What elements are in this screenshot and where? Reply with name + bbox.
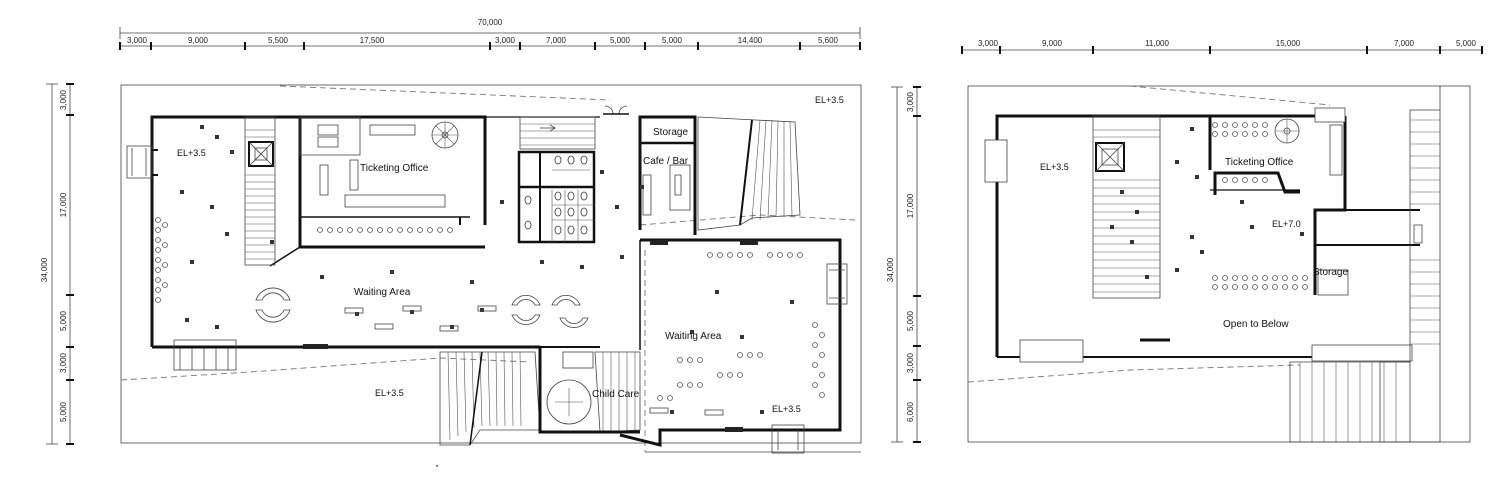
room-label-cafe: Cafe / Bar <box>643 156 689 167</box>
level-label-mid: EL+7.0 <box>1272 219 1301 229</box>
dim-seg: 5,000 <box>59 401 68 422</box>
spiral-stair <box>1274 118 1300 144</box>
dim-seg: 3,000 <box>906 352 915 373</box>
room-label-storage: Storage <box>653 127 688 138</box>
dim-seg: 3,000 <box>978 39 999 48</box>
site-boundary <box>967 85 1471 443</box>
south-entrance <box>173 339 237 371</box>
south-stairs <box>439 351 641 446</box>
dim-seg: 15,000 <box>1276 39 1301 48</box>
left-total: 34,000 <box>40 257 49 282</box>
toilet-block <box>517 150 596 244</box>
dim-seg: 11,000 <box>1145 39 1169 48</box>
level-label-south: EL+3.5 <box>375 388 404 398</box>
dim-seg: 5,500 <box>268 36 289 45</box>
roof-line <box>279 85 611 101</box>
top-dimension-chain: 70,000 3,000 9,000 5,500 17,500 3,000 7,… <box>119 18 861 50</box>
roof-line <box>120 357 531 381</box>
north-stair <box>519 116 596 150</box>
dim-seg: 17,000 <box>906 193 915 218</box>
dim-seg: 3,000 <box>906 91 915 112</box>
dim-seg: 3,000 <box>127 36 148 45</box>
print-mark <box>436 465 438 467</box>
dim-seg: 14,400 <box>738 36 763 45</box>
room-label-open: Open to Below <box>1223 319 1289 330</box>
dim-seg: 9,000 <box>188 36 209 45</box>
dim-seg: 17,500 <box>360 36 385 45</box>
east-external-stairs <box>1289 109 1441 443</box>
west-stair-core <box>244 116 276 266</box>
dim-seg: 9,000 <box>1042 39 1063 48</box>
dim-seg: 7,000 <box>1394 39 1415 48</box>
level-label-se: EL+3.5 <box>772 404 801 414</box>
ground-floor-plan: 70,000 3,000 9,000 5,500 17,500 3,000 7,… <box>40 18 862 454</box>
main-hall-walls <box>150 115 600 349</box>
roof-line <box>967 364 1301 383</box>
cafe-walls <box>638 115 697 235</box>
upper-tiered-seating <box>1092 115 1161 299</box>
dim-seg: 5,000 <box>610 36 631 45</box>
room-label-childcare: Child Care <box>592 389 640 400</box>
roof-line <box>1129 85 1331 106</box>
total-dimension: 70,000 <box>478 18 503 27</box>
room-label-waiting-west: Waiting Area <box>354 287 411 298</box>
room-label-ticketing: Ticketing Office <box>1225 157 1294 168</box>
upper-seats <box>1110 122 1308 290</box>
north-door <box>603 105 629 115</box>
room-label-storage: Storage <box>1313 267 1348 278</box>
dim-seg: 17,000 <box>59 192 68 217</box>
roof-line <box>639 214 856 226</box>
left-dimension-chain: 34,000 3,000 17,000 5,000 3,000 5,000 <box>40 83 74 445</box>
dim-seg: 5,000 <box>906 310 915 331</box>
room-label-waiting-east: Waiting Area <box>665 331 722 342</box>
dim-seg: 5,000 <box>1456 39 1477 48</box>
dim-seg: 7,000 <box>546 36 567 45</box>
left-total: 34,000 <box>886 257 895 282</box>
dim-seg: 3,000 <box>495 36 516 45</box>
level-label-ne: EL+3.5 <box>815 95 844 105</box>
west-entrance <box>126 145 158 179</box>
dim-seg: 3,000 <box>59 352 68 373</box>
east-hall-walls <box>303 238 842 447</box>
child-care-room <box>538 346 640 434</box>
dim-seg: 6,000 <box>906 401 915 422</box>
upper-floor-plan: 3,000 9,000 11,000 15,000 7,000 5,000 34… <box>886 39 1483 443</box>
upper-walls <box>984 107 1423 363</box>
dim-seg: 5,000 <box>662 36 683 45</box>
east-entrance <box>771 263 848 454</box>
site-boundary <box>120 84 862 444</box>
east-tiered-seating <box>697 116 801 231</box>
spiral-stair <box>431 121 459 149</box>
left-dimension-chain: 34,000 3,000 17,000 5,000 3,000 6,000 <box>886 86 921 443</box>
level-label-west: EL+3.5 <box>177 148 206 158</box>
waiting-seats <box>155 124 825 416</box>
level-label-west: EL+3.5 <box>1040 162 1069 172</box>
room-label-ticketing: Ticketing Office <box>360 163 429 174</box>
dim-seg: 5,000 <box>59 310 68 331</box>
top-dimension-chain: 3,000 9,000 11,000 15,000 7,000 5,000 <box>961 39 1483 54</box>
dim-seg: 5,600 <box>818 36 839 45</box>
dim-seg: 3,000 <box>59 89 68 110</box>
